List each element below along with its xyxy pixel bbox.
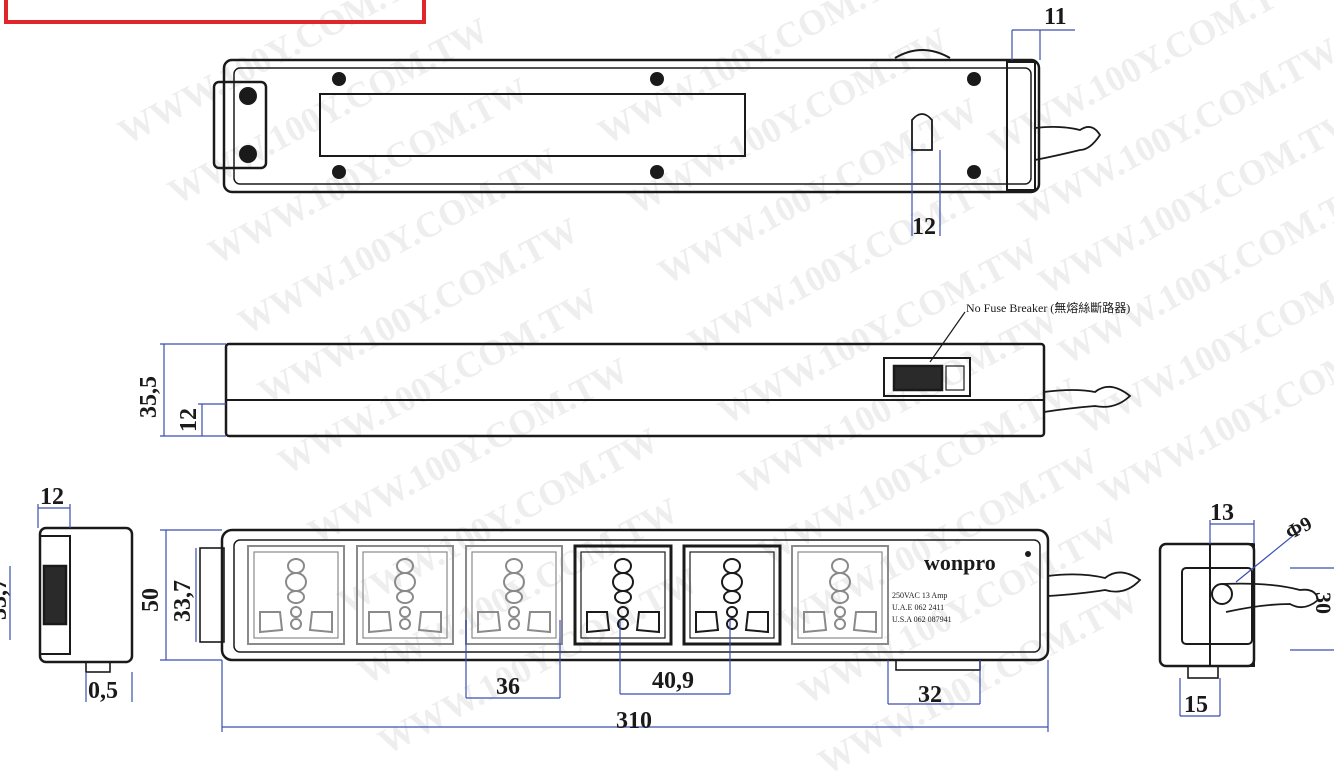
screw-icon: [239, 145, 257, 163]
screw-icon: [650, 72, 664, 86]
label-plate: [319, 93, 746, 157]
top-outline: [222, 58, 1041, 194]
screw-icon: [967, 72, 981, 86]
front-foot: [895, 659, 981, 671]
socket-outlet: [682, 544, 782, 646]
screw-holes: [239, 72, 981, 179]
breaker-label: No Fuse Breaker (無熔絲斷路器): [966, 300, 1130, 315]
right-end-cord: [1221, 582, 1319, 613]
hang-slot: [911, 113, 933, 151]
dim-36: 36: [496, 674, 520, 700]
rating-line-3: U.S.A 062 087941: [892, 615, 952, 624]
left-end-slot: [42, 564, 68, 626]
sockets: [247, 544, 889, 646]
right-end-foot: [1187, 665, 1219, 679]
rating-line-2: U.A.E 062 2411: [892, 603, 944, 612]
dim-33-7: 33,7: [170, 580, 196, 622]
dim-0-5: 0,5: [88, 678, 118, 704]
dim-32: 32: [918, 682, 942, 708]
power-strip-drawing: 11 12 No Fuse Breaker (無熔絲斷路器) 35,5 12: [0, 4, 1334, 732]
dim-13: 13: [1210, 500, 1234, 526]
front-outline: [220, 528, 1050, 662]
top-inner-outline: [233, 67, 1032, 185]
screw-icon: [650, 165, 664, 179]
dim-35-5: 35,5: [136, 376, 162, 418]
right-end-outline: [1158, 542, 1256, 668]
socket-outlet: [247, 545, 345, 645]
highlight-box: [4, 0, 426, 24]
rating-line-1: 250VAC 13 Amp: [892, 591, 947, 600]
top-bump: [894, 49, 951, 59]
breaker-leader: [929, 311, 966, 363]
brand-dot: [1025, 551, 1031, 557]
front-end-cap: [199, 547, 225, 643]
top-dim-lines: [911, 29, 1075, 236]
breaker-cap: [945, 365, 965, 391]
side-outline: [224, 342, 1046, 438]
dim-40-9: 40,9: [652, 668, 694, 694]
left-end-foot: [85, 661, 111, 673]
front-cord: [1047, 571, 1142, 597]
dim-15: 15: [1184, 692, 1208, 718]
dim-12-side: 12: [176, 408, 202, 432]
right-end-dim-lines: [1179, 520, 1334, 717]
screw-icon: [967, 165, 981, 179]
top-cord: [1034, 125, 1102, 161]
socket-outlet: [356, 545, 454, 645]
side-cord: [1043, 386, 1132, 413]
front-inner-outline: [233, 539, 1041, 653]
screw-icon: [332, 165, 346, 179]
dim-phi9: Φ9: [1282, 513, 1316, 545]
cord-hole: [1211, 583, 1233, 605]
socket-outlet: [791, 545, 889, 645]
top-view: [212, 49, 1102, 194]
breaker-housing: [883, 357, 971, 397]
socket-outlet: [465, 545, 563, 645]
side-dim-lines: [160, 343, 226, 437]
breaker-switch: [892, 364, 944, 392]
right-end-view: [1158, 542, 1319, 679]
brand-logo: wonpro: [924, 550, 996, 575]
dim-33-7-end: 33,7: [0, 578, 12, 620]
socket-outlet: [573, 544, 673, 646]
dim-12-end: 12: [40, 484, 64, 510]
screw-icon: [332, 72, 346, 86]
screw-icon: [239, 87, 257, 105]
left-end-view: [38, 526, 134, 673]
left-clip: [212, 80, 268, 170]
left-end-dim-lines: [9, 504, 133, 702]
left-end-cap: [39, 535, 71, 655]
dim-12-top: 12: [912, 214, 936, 240]
dim-310: 310: [616, 708, 652, 732]
cord-clamp: [1006, 61, 1036, 191]
right-end-cap: [1209, 543, 1255, 667]
dim-11: 11: [1044, 4, 1067, 30]
right-end-clamp: [1181, 567, 1253, 645]
dim-30: 30: [1311, 592, 1334, 614]
front-dim-lines: [160, 529, 1049, 732]
side-view: [224, 311, 1132, 438]
dim-50: 50: [138, 588, 164, 612]
